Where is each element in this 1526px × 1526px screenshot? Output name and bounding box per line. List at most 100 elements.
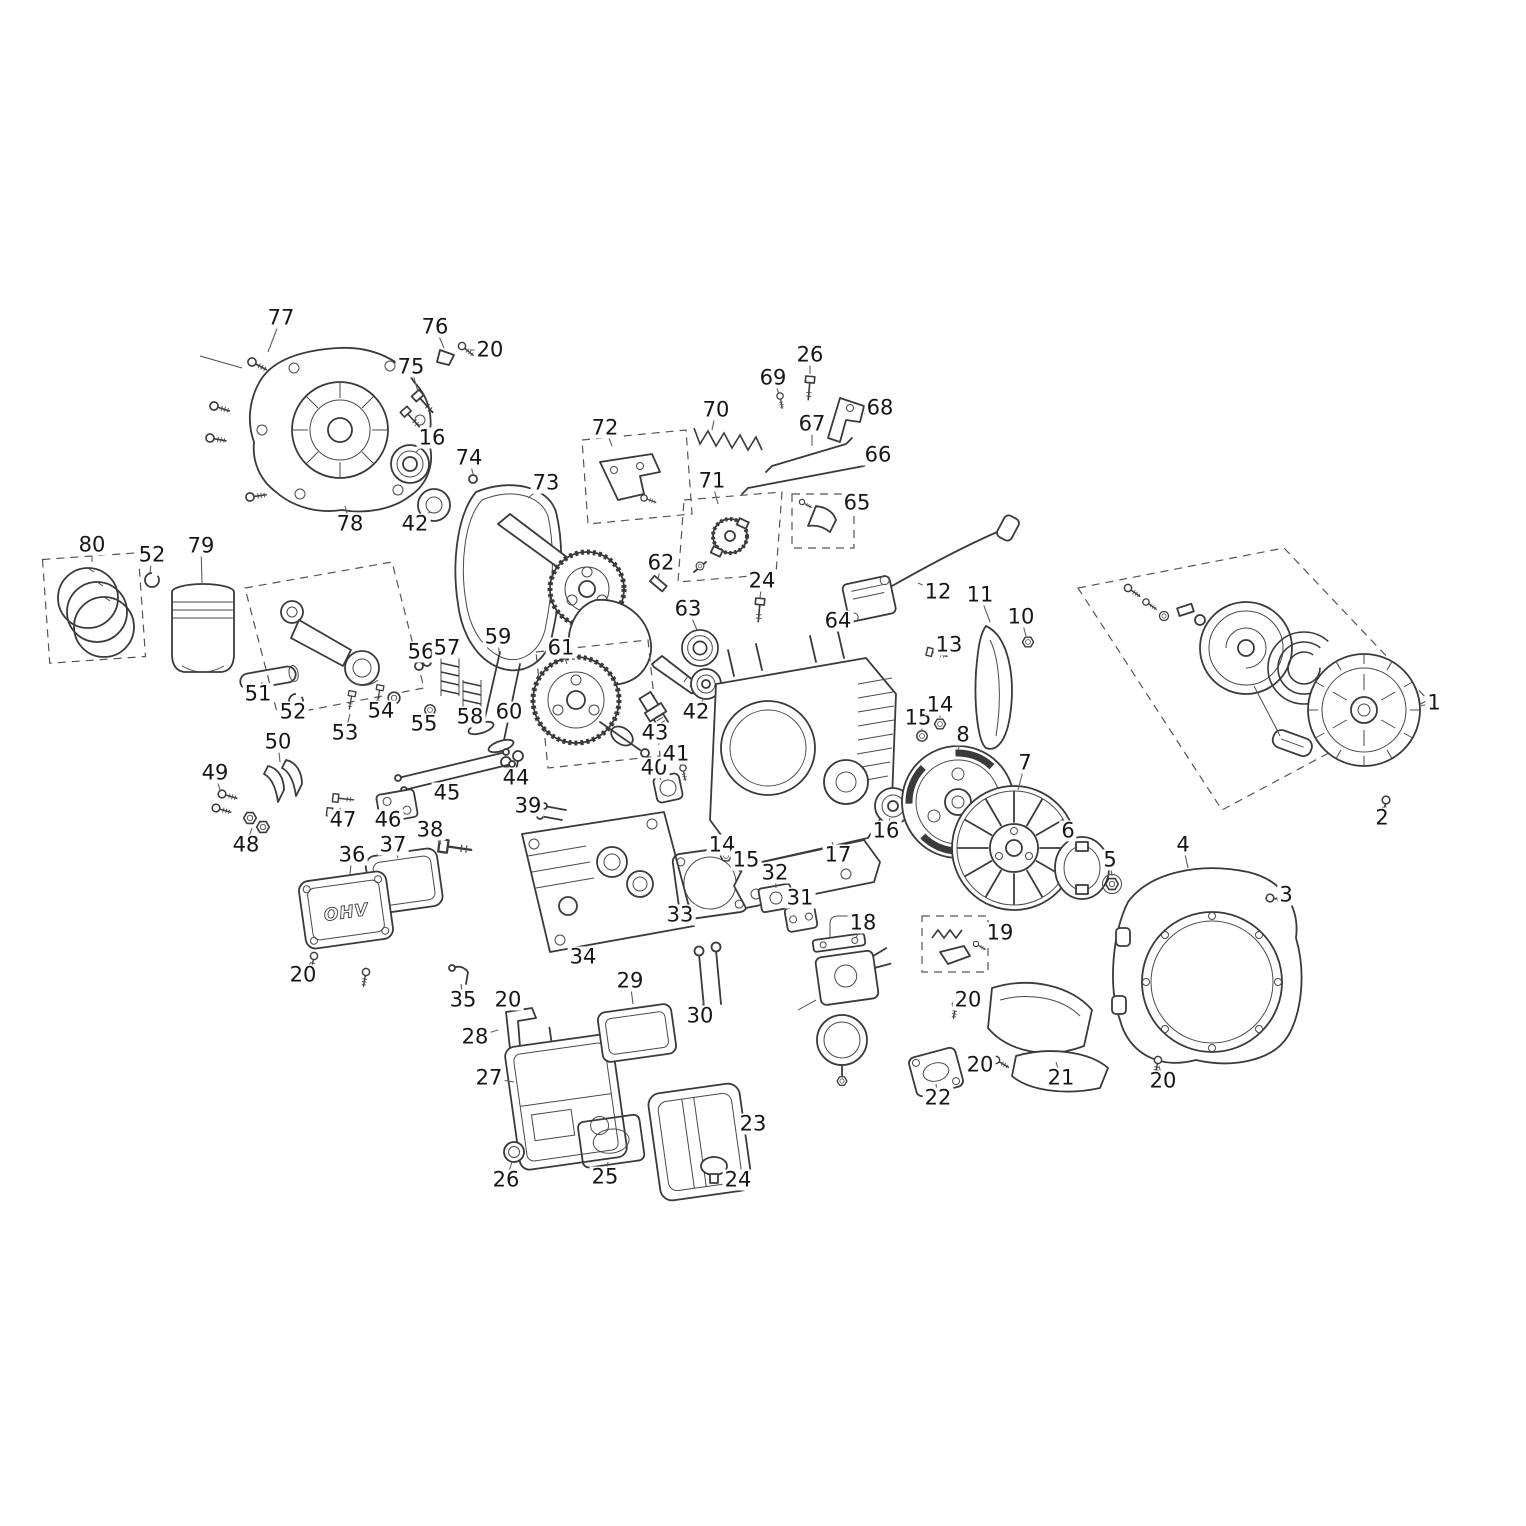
part-number-label: 26 <box>794 342 826 367</box>
element-plate <box>577 1113 646 1169</box>
part-number-label: 20 <box>964 1052 996 1077</box>
part-number-label: 29 <box>614 968 646 993</box>
part-number-label: 31 <box>784 885 816 910</box>
starter-cup <box>1054 836 1110 900</box>
part-number-label: 62 <box>645 550 677 575</box>
part-number-label: 65 <box>841 490 873 515</box>
part-number-label: 57 <box>431 635 463 660</box>
part-number-label: 25 <box>589 1164 621 1189</box>
part-number-label: 15 <box>730 847 762 872</box>
part-number-label: 16 <box>416 425 448 450</box>
linkage-kit <box>921 915 989 973</box>
part-number-label: 48 <box>230 832 262 857</box>
throttle-rod <box>765 437 853 473</box>
governor-gear-assembly <box>677 491 783 583</box>
part-number-label: 41 <box>660 741 692 766</box>
part-number-label: 20 <box>952 987 984 1012</box>
piston <box>171 583 235 673</box>
part-number-label: 80 <box>76 532 108 557</box>
spark-plug-lead <box>891 529 1003 587</box>
part-number-label: 36 <box>336 842 368 867</box>
part-number-label: 8 <box>954 722 972 747</box>
crankcase-gasket <box>454 484 563 672</box>
starter-housing <box>1307 653 1421 767</box>
dowel-pin <box>468 474 478 484</box>
part-number-label: 45 <box>431 780 463 805</box>
part-number-label: 6 <box>1059 818 1077 843</box>
part-number-label: 35 <box>447 987 479 1012</box>
cylinder-head <box>521 811 695 953</box>
carburetor <box>797 915 892 1086</box>
part-number-label: 47 <box>327 807 359 832</box>
governor-arm <box>791 493 855 549</box>
part-number-label: 60 <box>493 699 525 724</box>
part-number-label: 73 <box>530 470 562 495</box>
part-number-label: 20 <box>1147 1068 1179 1093</box>
part-number-label: 24 <box>722 1167 754 1192</box>
ignition-coil <box>841 514 1020 623</box>
part-number-label: 52 <box>277 699 309 724</box>
part-number-label: 10 <box>1005 604 1037 629</box>
part-number-label: 53 <box>329 720 361 745</box>
cover-bolts-long <box>693 941 722 1009</box>
part-number-label: 23 <box>737 1111 769 1136</box>
starter-pawl <box>1176 602 1195 617</box>
part-number-label: 24 <box>746 568 778 593</box>
piston-ring-set <box>41 552 147 664</box>
push-rods <box>394 748 516 794</box>
part-number-label: 18 <box>847 910 879 935</box>
governor-spring <box>693 427 763 452</box>
part-number-label: 69 <box>757 365 789 390</box>
connecting-rod <box>244 561 425 717</box>
part-number-label: 27 <box>473 1065 505 1090</box>
part-number-label: 13 <box>933 632 965 657</box>
part-number-label: 30 <box>684 1003 716 1028</box>
part-number-label: 66 <box>862 442 894 467</box>
part-number-label: 33 <box>664 902 696 927</box>
crankcase-cover <box>248 346 432 513</box>
cover-knob <box>700 1156 728 1184</box>
part-number-label: 39 <box>512 793 544 818</box>
part-number-label: 20 <box>492 987 524 1012</box>
control-bracket-assembly <box>581 429 693 525</box>
part-number-label: 75 <box>395 354 427 379</box>
rocker-cover: OHV <box>298 870 394 988</box>
part-number-label: 67 <box>796 411 828 436</box>
part-number-label: 68 <box>864 395 896 420</box>
part-number-label: 38 <box>414 817 446 842</box>
part-number-label: 34 <box>567 944 599 969</box>
pivot-pin <box>448 964 469 985</box>
part-number-label: 28 <box>459 1024 491 1049</box>
part-number-label: 61 <box>545 635 577 660</box>
air-cleaner-assembly <box>503 941 753 1202</box>
part-number-label: 78 <box>334 511 366 536</box>
part-number-label: 19 <box>984 920 1016 945</box>
part-number-label: 74 <box>453 445 485 470</box>
part-number-label: 76 <box>419 314 451 339</box>
part-number-label: 52 <box>136 542 168 567</box>
cooling-fan <box>951 785 1077 911</box>
part-number-label: 70 <box>700 397 732 422</box>
retainer-clip <box>436 340 477 366</box>
spark-plug-cap <box>996 514 1020 542</box>
part-number-label: 22 <box>922 1085 954 1110</box>
part-number-label: 79 <box>185 533 217 558</box>
governor-lever <box>827 397 865 443</box>
part-number-label: 44 <box>500 765 532 790</box>
part-number-label: 20 <box>287 962 319 987</box>
part-number-label: 4 <box>1174 832 1192 857</box>
part-number-label: 11 <box>964 582 996 607</box>
part-number-label: 77 <box>265 305 297 330</box>
part-number-label: 42 <box>680 699 712 724</box>
part-number-label: 42 <box>399 511 431 536</box>
part-number-label: 1 <box>1425 690 1443 715</box>
wing-nut <box>503 1141 525 1163</box>
starter-handle <box>1271 729 1313 758</box>
filter-element <box>597 1003 677 1063</box>
part-number-label: 63 <box>672 596 704 621</box>
cover-screws <box>199 355 270 503</box>
part-number-label: 7 <box>1016 750 1034 775</box>
part-number-label: 59 <box>482 624 514 649</box>
